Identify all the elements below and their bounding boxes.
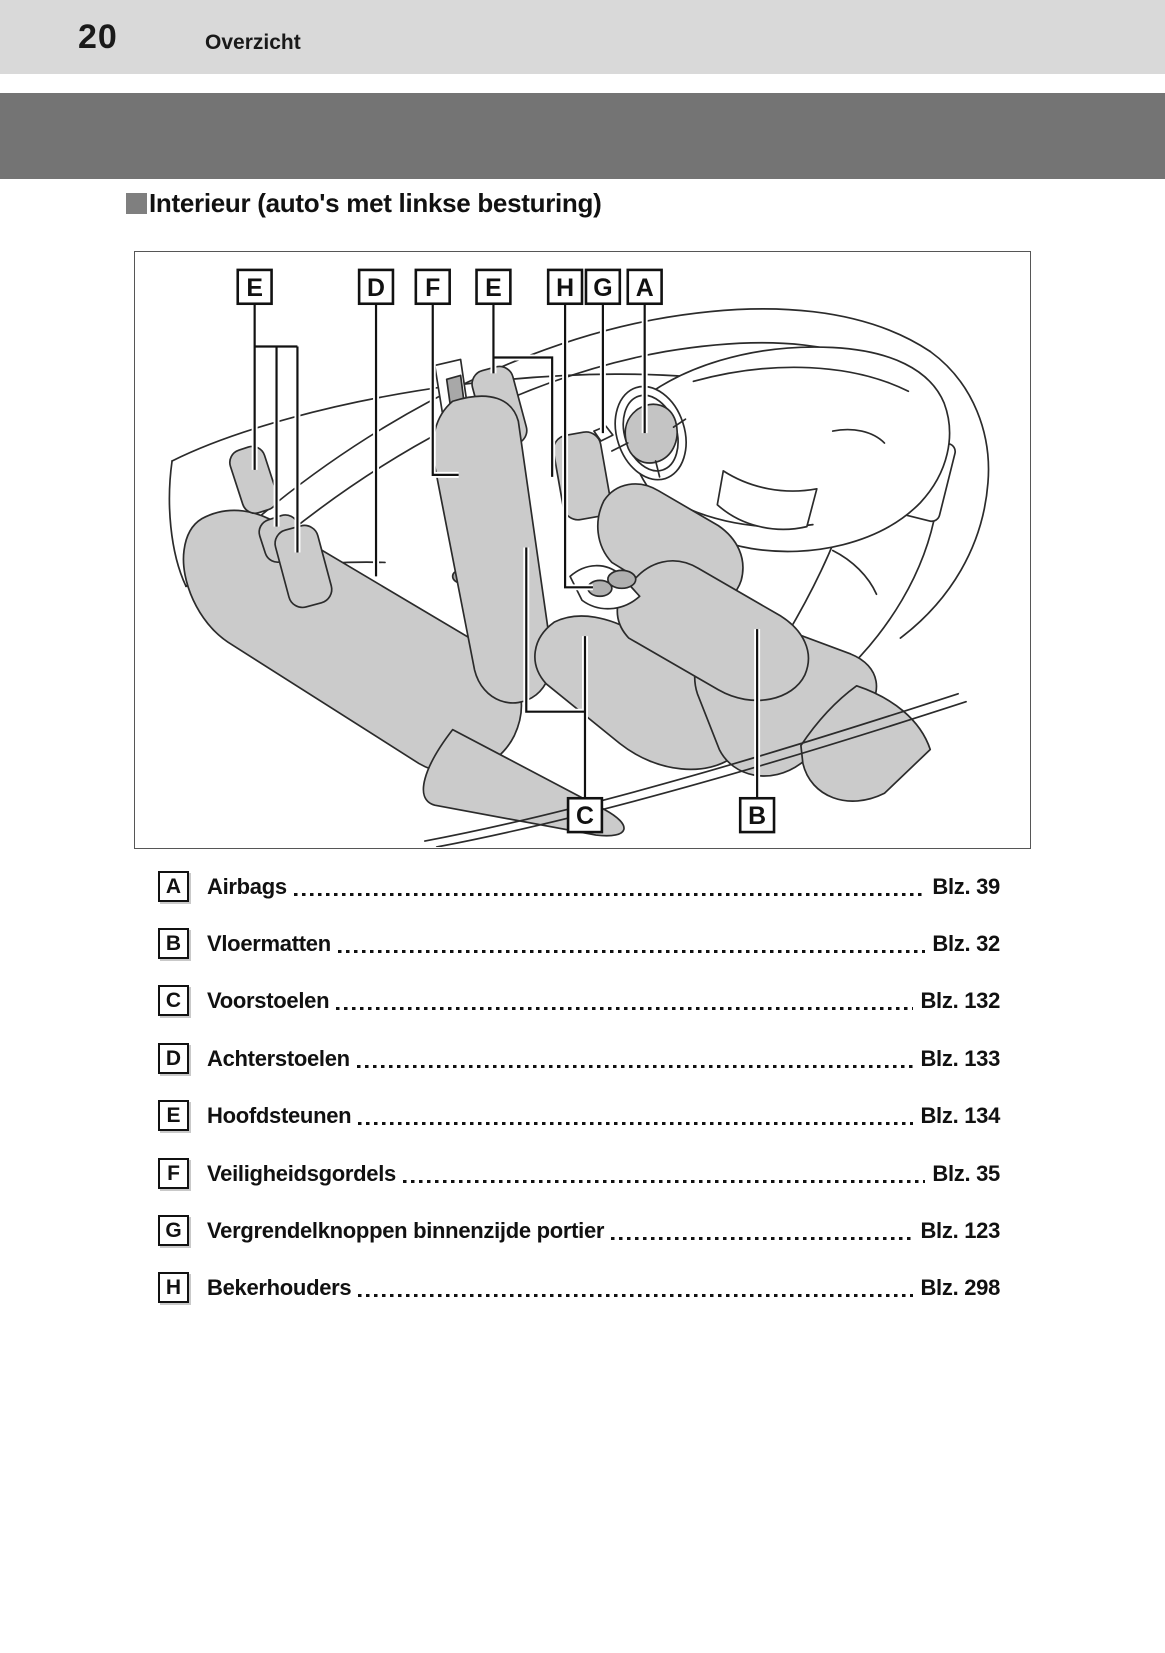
- diagram-label-E-rear: E: [236, 268, 273, 306]
- diagram-label-A: A: [626, 268, 663, 306]
- dash-vent-line: [831, 428, 886, 444]
- dotted-leader: [358, 1293, 914, 1297]
- svg-text:D: D: [367, 274, 385, 302]
- legend-label: Vloermatten: [207, 930, 331, 956]
- svg-text:H: H: [556, 274, 574, 302]
- a-pillar-right: [899, 350, 990, 639]
- legend-row-bekerhouders: H Bekerhouders Blz. 298: [158, 1272, 1000, 1303]
- legend-row-veiligheidsgordels: F Veiligheidsgordels Blz. 35: [158, 1158, 1000, 1189]
- legend-key-box: D: [158, 1043, 189, 1074]
- dashboard-top-line: [692, 366, 910, 393]
- dotted-leader: [336, 1006, 914, 1010]
- dotted-leader: [293, 892, 926, 896]
- legend-row-voorstoelen: C Voorstoelen Blz. 132: [158, 985, 1000, 1016]
- legend-page-ref: Blz. 35: [932, 1160, 1000, 1186]
- legend-page-ref: Blz. 132: [920, 987, 1000, 1013]
- door-sill-line1: [423, 692, 959, 842]
- steering-airbag-pad: [624, 403, 678, 464]
- legend-key: B: [165, 931, 182, 955]
- svg-text:E: E: [246, 274, 263, 302]
- car-interior-illustration: E D F E H G A C B: [168, 268, 990, 847]
- diagram-label-G: G: [584, 268, 622, 306]
- driver-cushion: [616, 560, 810, 702]
- roofline-outer: [185, 308, 932, 588]
- legend-key: H: [165, 1275, 182, 1299]
- leader-lines: [251, 303, 761, 799]
- legend-page-ref: Blz. 32: [932, 930, 1000, 956]
- svg-text:C: C: [576, 802, 594, 830]
- legend-row-vergrendelknoppen: G Vergrendelknoppen binnenzijde portier …: [158, 1215, 1000, 1246]
- legend-key: E: [166, 1103, 181, 1127]
- legend-label: Vergrendelknoppen binnenzijde portier: [207, 1217, 605, 1243]
- legend-page-ref: Blz. 39: [932, 873, 1000, 899]
- page-number: 20: [78, 18, 118, 56]
- rear-headrest-right: [274, 524, 333, 609]
- wheel-spoke-left: [611, 442, 629, 452]
- legend-row-vloermatten: B Vloermatten Blz. 32: [158, 928, 1000, 959]
- door-sill-line2: [435, 700, 967, 847]
- page-header-band: 20 Overzicht: [0, 0, 1165, 74]
- legend-label: Hoofdsteunen: [207, 1102, 352, 1128]
- dotted-leader: [356, 1064, 914, 1068]
- diagram-label-D: D: [357, 268, 395, 306]
- legend-key-box: B: [158, 928, 189, 959]
- subsection-heading: Interieur (auto's met linkse besturing): [126, 188, 602, 219]
- legend-label: Bekerhouders: [207, 1274, 352, 1300]
- svg-text:F: F: [425, 274, 440, 302]
- svg-text:E: E: [485, 274, 502, 302]
- legend-key-box: H: [158, 1272, 189, 1303]
- legend-row-achterstoelen: D Achterstoelen Blz. 133: [158, 1043, 1000, 1074]
- legend-key: G: [165, 1218, 182, 1242]
- diagram-label-C: C: [566, 796, 604, 834]
- interior-diagram-frame: E D F E H G A C B: [134, 251, 1031, 849]
- legend-key: F: [167, 1161, 180, 1185]
- legend-page-ref: Blz. 134: [920, 1102, 1000, 1128]
- legend-label: Airbags: [207, 873, 287, 899]
- subsection-heading-text: Interieur (auto's met linkse besturing): [149, 188, 602, 218]
- dotted-leader: [358, 1121, 914, 1125]
- legend-key-box: E: [158, 1100, 189, 1131]
- section-title: Overzicht: [205, 31, 301, 54]
- legend-key-box: F: [158, 1158, 189, 1189]
- legend-row-hoofdsteunen: E Hoofdsteunen Blz. 134: [158, 1100, 1000, 1131]
- wheel-spoke-right: [672, 418, 687, 428]
- legend-page-ref: Blz. 298: [920, 1274, 1000, 1300]
- legend-key-box: A: [158, 871, 189, 902]
- diagram-label-H: H: [546, 268, 584, 306]
- diagram-label-F: F: [414, 268, 451, 306]
- legend-key-box: C: [158, 985, 189, 1016]
- dotted-leader: [611, 1236, 914, 1240]
- cup-holder-rear: [607, 569, 637, 590]
- legend-label: Veiligheidsgordels: [207, 1160, 396, 1186]
- legend-page-ref: Blz. 133: [920, 1045, 1000, 1071]
- diagram-label-E-front: E: [475, 268, 512, 306]
- door-trim-line: [831, 549, 878, 596]
- svg-text:B: B: [748, 802, 766, 830]
- dotted-leader: [403, 1179, 926, 1183]
- wheel-spoke-lower: [654, 460, 661, 478]
- legend-key: C: [165, 988, 182, 1012]
- svg-text:G: G: [593, 274, 612, 302]
- center-stack: [716, 470, 818, 531]
- dotted-leader: [337, 949, 926, 953]
- square-bullet-icon: [126, 193, 147, 214]
- rear-headrest-left: [228, 445, 279, 515]
- legend-row-airbags: A Airbags Blz. 39: [158, 871, 1000, 902]
- legend-label: Voorstoelen: [207, 987, 330, 1013]
- chapter-divider-band: [0, 93, 1165, 179]
- legend-key-box: G: [158, 1215, 189, 1246]
- legend-key: D: [165, 1046, 182, 1070]
- legend-page-ref: Blz. 123: [920, 1217, 1000, 1243]
- diagram-label-B: B: [738, 796, 776, 834]
- legend-label: Achterstoelen: [207, 1045, 350, 1071]
- svg-text:A: A: [636, 274, 654, 302]
- left-edge: [168, 460, 187, 588]
- legend-key: A: [165, 874, 182, 898]
